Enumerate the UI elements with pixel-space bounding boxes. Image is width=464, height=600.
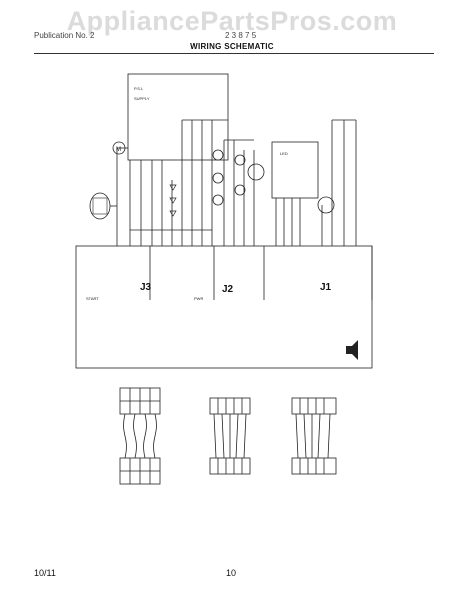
motor-circle-group [212, 149, 335, 214]
speaker-icon [346, 340, 358, 360]
footer-date: 10/11 [34, 568, 56, 578]
fan-motor-icon: M [112, 141, 126, 155]
watermark: AppliancePartsPros.com [66, 6, 398, 36]
power-supply-box [127, 73, 229, 161]
connector-j3-label: J3 [140, 282, 152, 293]
svg-text:M: M [116, 147, 121, 153]
model-code: 2 3 8 7 5 [225, 31, 257, 40]
sensor-box [271, 141, 319, 199]
svg-text:LED: LED [280, 151, 288, 156]
connector-plug-icon [119, 387, 337, 485]
svg-text:P.S.L: P.S.L [134, 86, 144, 91]
svg-text:START: START [86, 296, 99, 301]
led-icon [169, 184, 177, 217]
control-board [75, 245, 373, 369]
header-rule [34, 53, 434, 54]
svg-text:SUPPLY: SUPPLY [134, 96, 150, 101]
publication-number: Publication No. 2 [34, 31, 95, 40]
footer-page-number: 10 [226, 568, 237, 578]
compressor-icon [89, 192, 117, 220]
connector-j1-label: J1 [320, 282, 332, 293]
svg-text:PWR: PWR [194, 296, 203, 301]
page-title: WIRING SCHEMATIC [190, 42, 274, 51]
connector-j2-label: J2 [222, 284, 234, 295]
